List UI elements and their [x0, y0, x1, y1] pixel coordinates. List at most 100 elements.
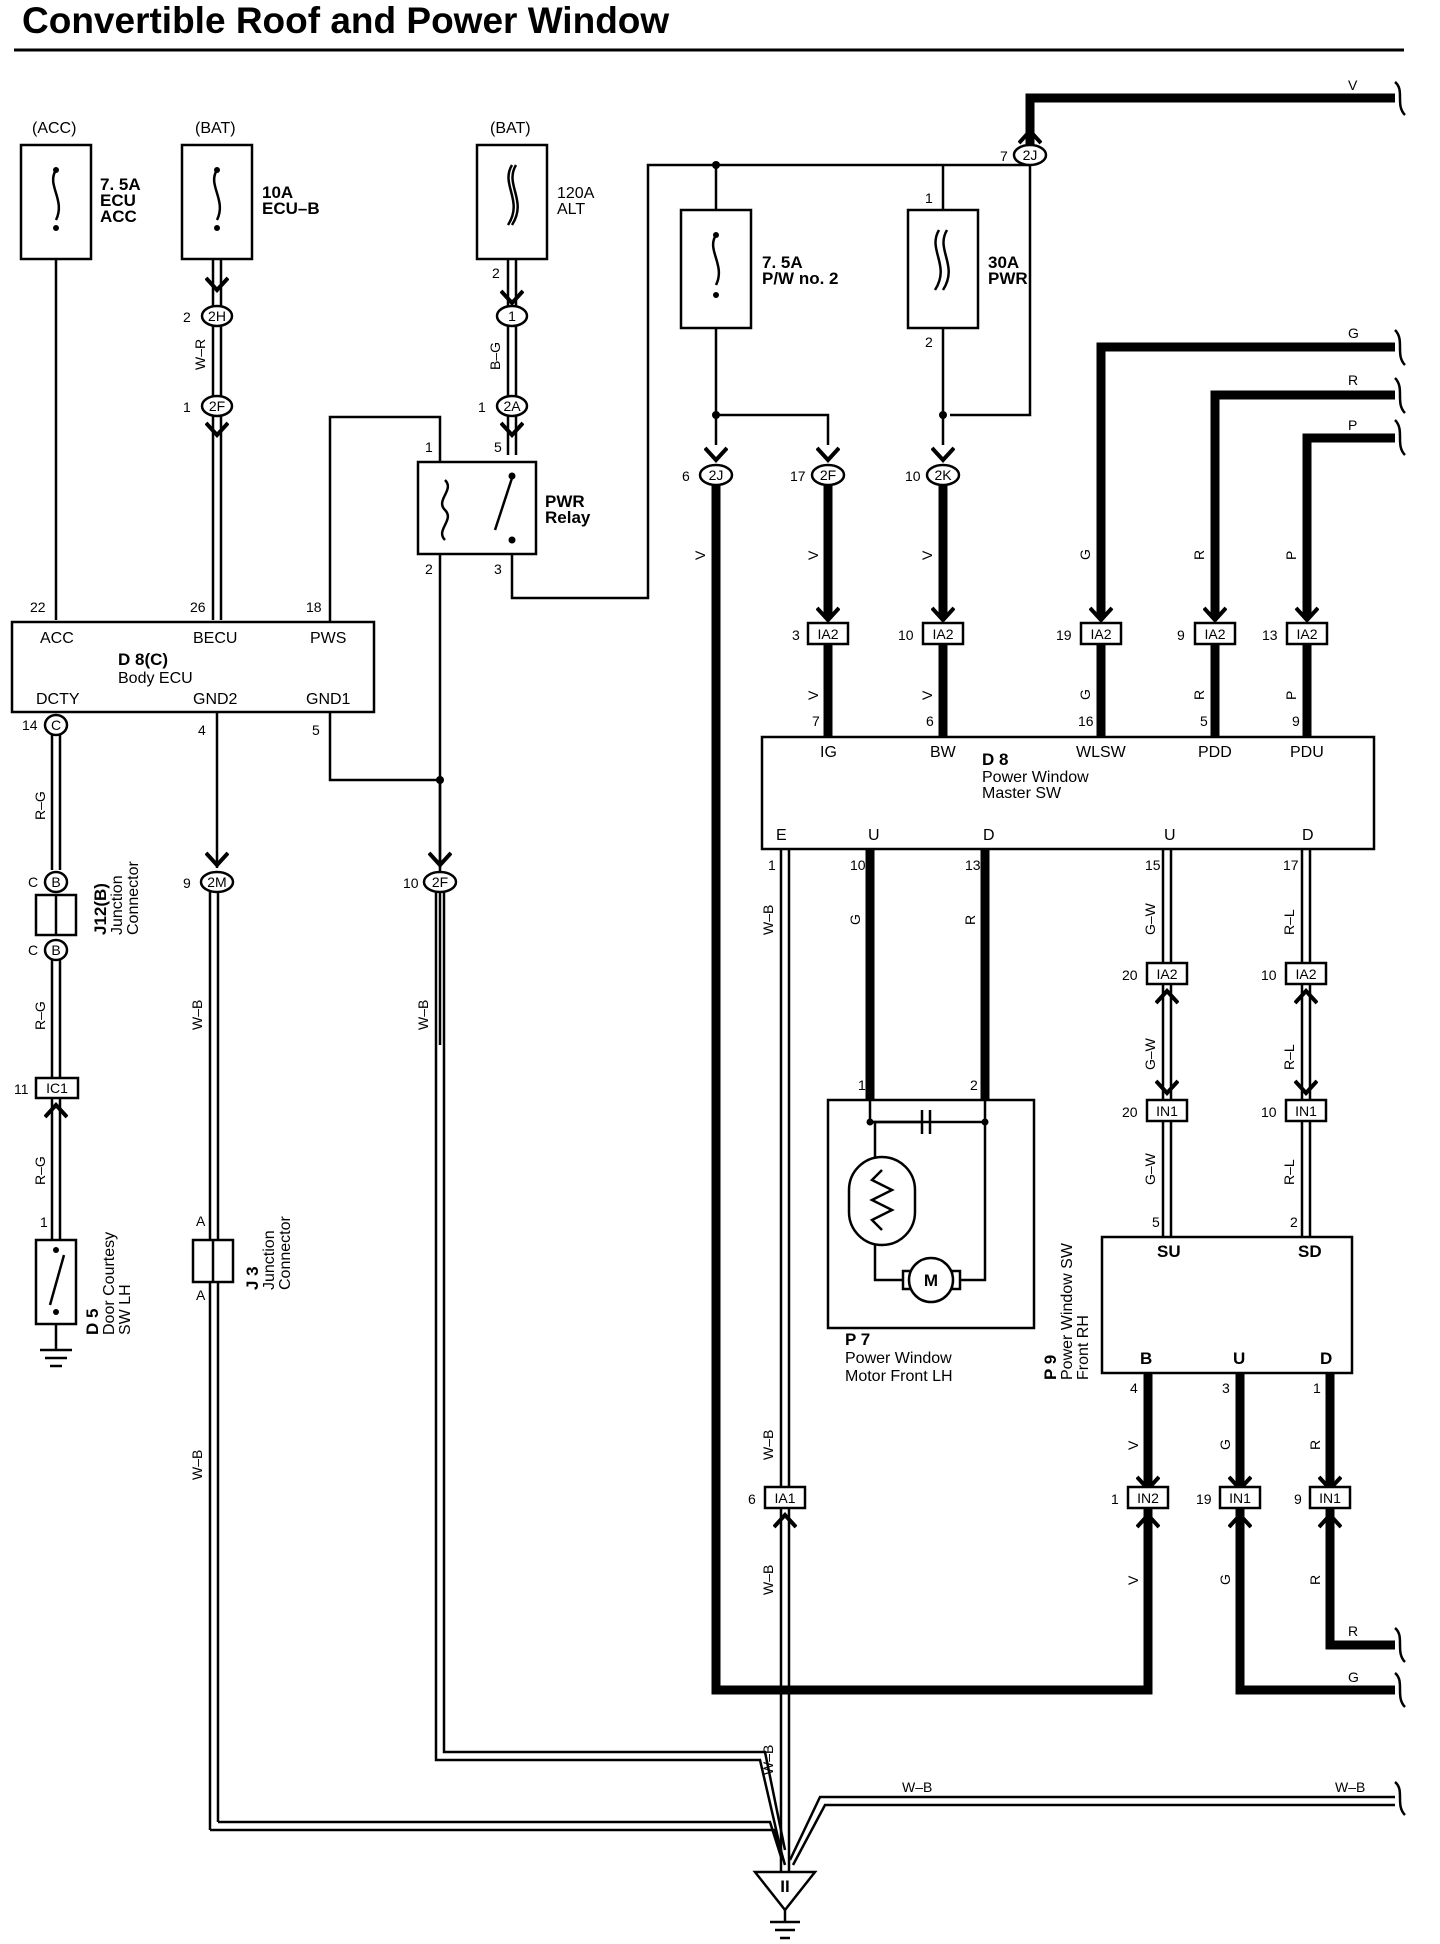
svg-text:10: 10 — [1261, 1104, 1277, 1120]
svg-text:IN1: IN1 — [1156, 1103, 1178, 1119]
svg-text:6: 6 — [926, 713, 934, 729]
svg-text:BW: BW — [930, 744, 957, 761]
relay-label-1: PWR — [545, 492, 585, 511]
fuse-pwr-rating: 30A — [988, 253, 1019, 272]
svg-text:SD: SD — [1298, 1242, 1322, 1261]
svg-text:B: B — [51, 874, 60, 890]
svg-text:3: 3 — [1222, 1380, 1230, 1396]
svg-text:IA2: IA2 — [817, 626, 838, 642]
svg-text:2: 2 — [425, 561, 433, 577]
svg-text:IN1: IN1 — [1319, 1490, 1341, 1506]
svg-text:R–L: R–L — [1281, 1159, 1297, 1185]
power-source-acc: (ACC) — [32, 120, 76, 137]
fuse-pw2-name: P/W no. 2 — [762, 269, 839, 288]
motor-resistor — [847, 1155, 917, 1247]
svg-text:13: 13 — [965, 857, 981, 873]
svg-text:IA2: IA2 — [1295, 966, 1316, 982]
svg-text:1: 1 — [183, 399, 191, 415]
svg-text:2H: 2H — [208, 308, 226, 324]
j12-bottom — [43, 938, 69, 962]
svg-text:G–W: G–W — [1142, 902, 1158, 935]
ecu-pin-gnd1: GND1 — [306, 691, 351, 708]
fuse-pw2 — [679, 208, 753, 330]
fuse-ecu-acc-name2: ACC — [100, 207, 137, 226]
svg-text:G: G — [847, 914, 863, 925]
pwr-relay — [416, 460, 538, 556]
svg-text:1: 1 — [478, 399, 486, 415]
svg-text:2F: 2F — [209, 398, 225, 414]
master-sw-name1: Power Window — [982, 769, 1089, 786]
svg-text:R–L: R–L — [1281, 1044, 1297, 1070]
fuse-ecu-acc — [19, 143, 93, 261]
svg-text:R–G: R–G — [32, 791, 48, 820]
svg-text:2A: 2A — [503, 398, 521, 414]
svg-text:R: R — [1191, 550, 1207, 560]
svg-text:IA2: IA2 — [1296, 626, 1317, 642]
fuse-alt-name: ALT — [557, 201, 585, 218]
svg-text:W–B: W–B — [1335, 1779, 1365, 1795]
svg-text:2F: 2F — [820, 467, 836, 483]
svg-text:R–G: R–G — [32, 1156, 48, 1185]
svg-text:2: 2 — [492, 265, 500, 281]
svg-text:V: V — [805, 550, 821, 560]
svg-text:2: 2 — [925, 334, 933, 350]
svg-text:V: V — [919, 690, 935, 700]
svg-text:R: R — [1191, 690, 1207, 700]
svg-text:V: V — [1348, 77, 1358, 93]
svg-text:20: 20 — [1122, 967, 1138, 983]
front-rh-sw-code: P 9 — [1041, 1355, 1060, 1380]
svg-text:2J: 2J — [709, 467, 724, 483]
fuse-pwr-icon — [933, 229, 950, 291]
ecu-pin-dcty: DCTY — [36, 691, 80, 708]
j12-top — [43, 870, 69, 894]
power-window-master-sw — [760, 735, 1376, 851]
connector-2h — [200, 304, 234, 328]
svg-text:G: G — [1077, 689, 1093, 700]
svg-text:Connector: Connector — [277, 1216, 294, 1290]
svg-text:Power Window SW: Power Window SW — [1059, 1242, 1076, 1380]
svg-text:IA2: IA2 — [1156, 966, 1177, 982]
svg-text:11: 11 — [14, 1081, 29, 1097]
svg-text:SW LH: SW LH — [117, 1284, 134, 1335]
svg-text:IN1: IN1 — [1229, 1490, 1251, 1506]
svg-text:2K: 2K — [934, 467, 952, 483]
body-ecu-name: Body ECU — [118, 670, 193, 687]
svg-text:2: 2 — [970, 1077, 978, 1093]
svg-text:20: 20 — [1122, 1104, 1138, 1120]
motor-name1: Power Window — [845, 1350, 952, 1367]
svg-text:6: 6 — [682, 468, 690, 484]
fuse-pw2-icon — [711, 234, 721, 286]
svg-text:B: B — [1140, 1349, 1152, 1368]
svg-text:D: D — [1302, 827, 1314, 844]
svg-text:1: 1 — [508, 308, 516, 324]
svg-text:A: A — [196, 1287, 206, 1303]
svg-text:Connector: Connector — [125, 861, 142, 935]
svg-text:7: 7 — [1000, 148, 1008, 164]
ecu-pin-pws: PWS — [310, 630, 346, 647]
relay-coil-icon — [440, 479, 450, 541]
svg-text:5: 5 — [1152, 1214, 1160, 1230]
svg-text:W–B: W–B — [189, 1000, 205, 1030]
ground-icon — [770, 1920, 800, 1940]
ecu-pin-becu: BECU — [193, 630, 237, 647]
svg-text:IA2: IA2 — [1090, 626, 1111, 642]
body-ecu-code: D 8(C) — [118, 650, 168, 669]
svg-text:R: R — [962, 915, 978, 925]
svg-text:G–W: G–W — [1142, 1152, 1158, 1185]
svg-text:2J: 2J — [1023, 147, 1038, 163]
fuse-alt-rating: 120A — [557, 185, 595, 202]
connector-ia2-rl — [1284, 961, 1328, 986]
fuse-ecu-acc-rating: 7. 5A — [100, 175, 141, 194]
switch-icon — [48, 1254, 66, 1306]
svg-text:V: V — [805, 690, 821, 700]
svg-text:1: 1 — [768, 857, 776, 873]
fuse-ecu-b — [180, 143, 254, 261]
svg-text:IA1: IA1 — [774, 1490, 795, 1506]
svg-text:9: 9 — [1292, 713, 1300, 729]
svg-text:2: 2 — [1290, 1214, 1298, 1230]
fuse-ecu-b-name: ECU–B — [262, 199, 320, 218]
svg-text:P: P — [1283, 691, 1299, 700]
svg-text:1: 1 — [1111, 1491, 1119, 1507]
svg-text:B–G: B–G — [487, 342, 503, 370]
svg-text:17: 17 — [1283, 857, 1299, 873]
